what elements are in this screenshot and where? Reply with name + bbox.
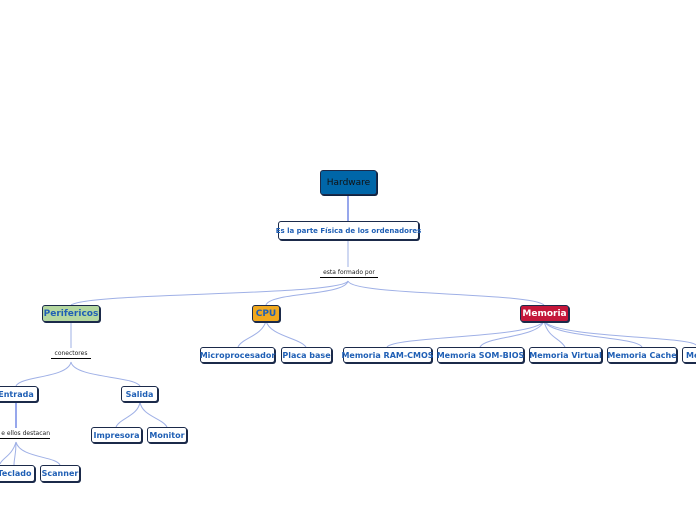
node-memoria-som-bios[interactable]: Memoria SOM-BIOS bbox=[437, 347, 524, 363]
node-monitor[interactable]: Monitor bbox=[147, 427, 187, 443]
node-placa-base[interactable]: Placa base bbox=[281, 347, 332, 363]
connector-label-formado-por[interactable]: esta formado por bbox=[320, 268, 378, 278]
node-entrada[interactable]: Entrada bbox=[0, 386, 38, 402]
branch-node-cpu[interactable]: CPU bbox=[252, 305, 280, 322]
node-microprocesador[interactable]: Microprocesador bbox=[200, 347, 275, 363]
branch-node-perifericos[interactable]: Perifericos bbox=[42, 305, 100, 322]
node-memoria-virtual[interactable]: Memoria Virtual bbox=[529, 347, 602, 363]
connector-label-conectores[interactable]: conectores bbox=[51, 349, 91, 359]
node-memoria-partial[interactable]: Me bbox=[682, 347, 696, 363]
node-memoria-cache[interactable]: Memoria Cache bbox=[607, 347, 677, 363]
branch-node-memoria[interactable]: Memoria bbox=[520, 305, 569, 322]
node-salida[interactable]: Salida bbox=[121, 386, 158, 402]
node-memoria-ram-cmos[interactable]: Memoria RAM-CMOS bbox=[341, 347, 434, 363]
root-node-hardware[interactable]: Hardware bbox=[320, 170, 377, 195]
node-impresora[interactable]: Impresora bbox=[91, 427, 142, 443]
node-teclado[interactable]: Teclado bbox=[0, 465, 35, 482]
definition-node[interactable]: Es la parte Física de los ordenadores bbox=[276, 221, 421, 240]
node-scanner[interactable]: Scanner bbox=[40, 465, 80, 482]
connector-label-destacan[interactable]: e ellos destacan bbox=[0, 429, 50, 439]
